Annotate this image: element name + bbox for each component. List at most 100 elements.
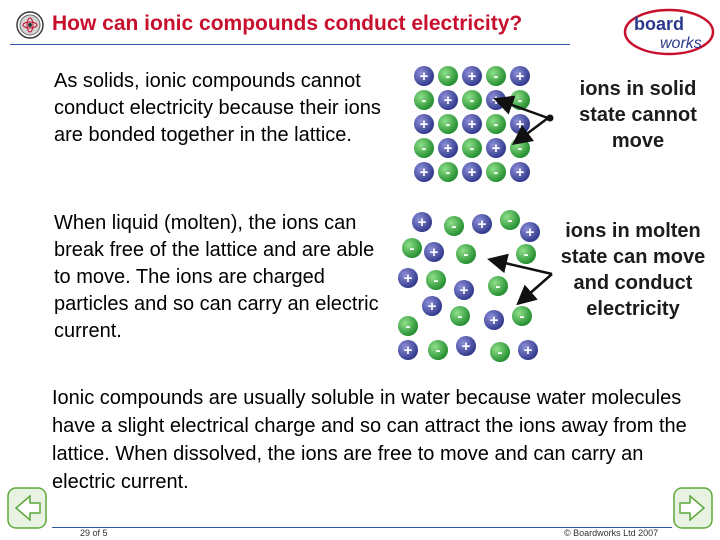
positive-ion (398, 340, 418, 360)
svg-text:+: + (444, 92, 453, 109)
molten-state-callout: ions in molten state can move and conduc… (560, 220, 706, 320)
dissolved-explanation-text: Ionic compounds are usually soluble in w… (52, 387, 687, 493)
negative-ion (402, 238, 422, 258)
svg-text:-: - (458, 308, 463, 325)
negative-ion (500, 210, 520, 230)
page-number: 29 of 5 (80, 528, 108, 538)
svg-text:-: - (518, 92, 523, 109)
svg-text:+: + (420, 116, 429, 133)
svg-text:+: + (420, 164, 429, 181)
svg-text:-: - (446, 164, 451, 181)
left-arrow-icon[interactable] (6, 486, 48, 530)
positive-ion (398, 268, 418, 288)
negative-ion (426, 270, 446, 290)
svg-text:-: - (470, 92, 475, 109)
negative-ion (414, 138, 434, 158)
svg-text:+: + (460, 282, 469, 299)
atom-badge-icon (16, 11, 44, 39)
svg-text:+: + (516, 116, 525, 133)
svg-text:+: + (444, 140, 453, 157)
svg-text:+: + (428, 298, 437, 315)
negative-ion (428, 340, 448, 360)
negative-ion (444, 216, 464, 236)
positive-ion (484, 310, 504, 330)
svg-text:+: + (492, 140, 501, 157)
svg-text:-: - (446, 116, 451, 133)
negative-ion (512, 306, 532, 326)
positive-ion (462, 66, 482, 86)
negative-ion (438, 66, 458, 86)
molten-ions-diagram: +-+-+-+--+-+-+-+--+-+-+ (398, 210, 553, 362)
boardworks-logo: board works (623, 8, 715, 56)
svg-text:+: + (516, 164, 525, 181)
negative-ion (414, 90, 434, 110)
svg-text:-: - (520, 308, 525, 325)
positive-ion (414, 114, 434, 134)
positive-ion (520, 222, 540, 242)
positive-ion (414, 162, 434, 182)
negative-ion (486, 114, 506, 134)
positive-ion (412, 212, 432, 232)
positive-ion (414, 66, 434, 86)
positive-ion (456, 336, 476, 356)
negative-ion (488, 276, 508, 296)
svg-text:-: - (422, 92, 427, 109)
page-title: How can ionic compounds conduct electric… (52, 12, 523, 35)
svg-text:-: - (518, 140, 523, 157)
svg-text:-: - (496, 278, 501, 295)
svg-text:-: - (464, 246, 469, 263)
positive-ion (486, 138, 506, 158)
negative-ion (438, 114, 458, 134)
svg-text:+: + (418, 214, 427, 231)
positive-ion (518, 340, 538, 360)
positive-ion (472, 214, 492, 234)
positive-ion (462, 114, 482, 134)
solid-explanation-text: As solids, ionic compounds cannot conduc… (54, 70, 381, 146)
svg-text:-: - (470, 140, 475, 157)
svg-text:works: works (660, 35, 702, 52)
title-bar: How can ionic compounds conduct electric… (0, 0, 720, 56)
negative-ion (456, 244, 476, 264)
svg-text:+: + (462, 338, 471, 355)
positive-ion (510, 66, 530, 86)
svg-text:-: - (494, 164, 499, 181)
molten-explanation-text: When liquid (molten), the ions can break… (54, 212, 379, 342)
svg-text:+: + (478, 216, 487, 233)
svg-text:-: - (494, 116, 499, 133)
negative-ion (490, 342, 510, 362)
negative-ion (516, 244, 536, 264)
positive-ion (454, 280, 474, 300)
svg-text:+: + (468, 116, 477, 133)
positive-ion (438, 90, 458, 110)
svg-text:+: + (526, 224, 535, 241)
negative-ion (438, 162, 458, 182)
solid-lattice-diagram: +-+-+-+-+-+-+-+-+-+-+-+-+ (414, 66, 554, 182)
svg-text:+: + (468, 68, 477, 85)
title-divider (10, 44, 570, 45)
negative-ion (486, 162, 506, 182)
right-arrow-icon[interactable] (672, 486, 714, 530)
svg-text:-: - (452, 218, 457, 235)
svg-text:+: + (516, 68, 525, 85)
positive-ion (462, 162, 482, 182)
positive-ion (424, 242, 444, 262)
negative-ion (486, 66, 506, 86)
svg-text:-: - (422, 140, 427, 157)
svg-text:-: - (524, 246, 529, 263)
svg-text:+: + (490, 312, 499, 329)
solid-state-callout: ions in solid state cannot move (579, 78, 697, 152)
positive-ion (438, 138, 458, 158)
svg-text:+: + (524, 342, 533, 359)
svg-text:+: + (468, 164, 477, 181)
svg-text:-: - (436, 342, 441, 359)
svg-text:-: - (446, 68, 451, 85)
negative-ion (462, 90, 482, 110)
svg-text:board: board (634, 14, 684, 34)
svg-text:-: - (508, 212, 513, 229)
footer-divider (52, 527, 672, 528)
negative-ion (462, 138, 482, 158)
svg-text:+: + (430, 244, 439, 261)
copyright-text: © Boardworks Ltd 2007 (564, 528, 659, 538)
svg-text:-: - (494, 68, 499, 85)
positive-ion (422, 296, 442, 316)
